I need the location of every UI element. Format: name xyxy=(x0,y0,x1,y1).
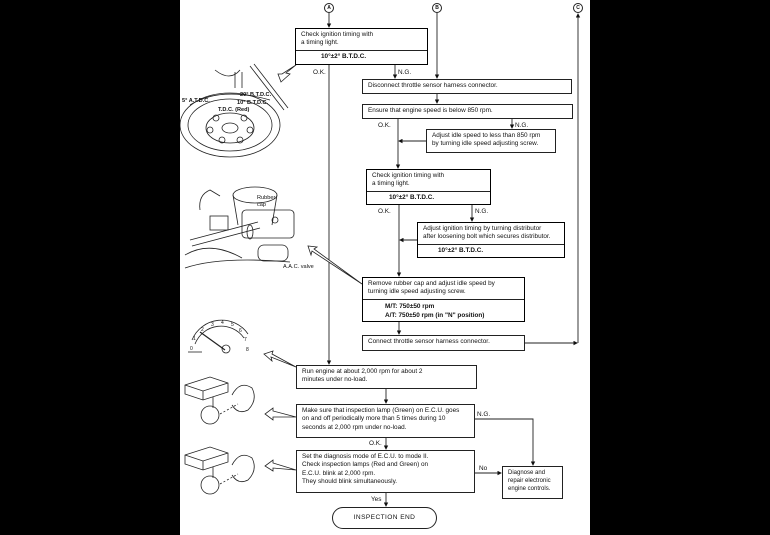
step-text: by turning idle speed adjusting screw. xyxy=(432,140,539,148)
step-remove-rubber-cap: Remove rubber cap and adjust idle speed … xyxy=(362,277,525,322)
flow-lines xyxy=(180,13,581,507)
step-inspection-lamp: Make sure that inspection lamp (Green) o… xyxy=(296,404,475,438)
step-adjust-idle-speed: Adjust idle speed to less than 850 rpm b… xyxy=(426,129,556,153)
step-text: Check ignition timing with xyxy=(301,31,374,38)
tach-tick: 6 xyxy=(239,328,242,334)
step-text: a timing light. xyxy=(301,39,339,47)
step-text: repair electronic xyxy=(508,478,551,484)
pulley-label-tdc: T.D.C. (Red) xyxy=(218,107,250,113)
step-connect-throttle-sensor: Connect throttle sensor harness connecto… xyxy=(362,335,525,351)
label-ng: N.G. xyxy=(515,122,529,129)
label-ng: N.G. xyxy=(477,411,491,418)
step-text: They should blink simultaneously. xyxy=(302,478,398,486)
tach-tick: 2 xyxy=(201,327,204,333)
step-text: Adjust ignition timing by turning distri… xyxy=(423,225,542,232)
throttle-body-illustration xyxy=(184,186,295,269)
label-yes: Yes xyxy=(371,496,382,503)
step-text: after loosening bolt which secures distr… xyxy=(423,233,551,241)
timing-spec: 10°±2° B.T.D.C. xyxy=(367,190,490,202)
connector-c: C xyxy=(573,3,583,13)
step-text: Remove rubber cap and adjust idle speed … xyxy=(368,280,495,287)
pointer-arrow-to-ecu-1 xyxy=(264,407,297,421)
tach-tick: 1 xyxy=(193,336,196,342)
pulley-label-atdc: 5° A.T.D.C. xyxy=(182,98,210,104)
step-text: Diagnose and xyxy=(508,470,546,476)
throttle-label-aac-valve: A.A.C. valve xyxy=(283,264,314,270)
timing-spec: 10°±2° B.T.D.C. xyxy=(296,49,427,61)
label-no: No xyxy=(479,465,488,472)
pointer-arrow-to-pulley xyxy=(277,64,297,83)
ecu-illustration-2 xyxy=(184,446,255,495)
pulley-label-20-btdc: 20° B.T.D.C. xyxy=(240,92,272,98)
idle-spec-mt: M/T: 750±50 rpm xyxy=(385,302,435,310)
tach-tick: 3 xyxy=(211,322,214,328)
label-ok: O.K. xyxy=(369,440,382,447)
tach-tick: 8 xyxy=(246,347,249,353)
step-text: Make sure that inspection lamp (Green) o… xyxy=(302,407,460,414)
step-text: E.C.U. blink at 2,000 rpm. xyxy=(302,469,376,477)
connector-a: A xyxy=(324,3,334,13)
step-text: Check inspection lamps (Red and Green) o… xyxy=(302,461,429,469)
step-text: turning idle speed adjusting screw. xyxy=(368,288,466,296)
step-text: Check ignition timing with xyxy=(372,172,445,179)
tach-tick: 4 xyxy=(221,320,224,326)
pointer-arrow-to-ecu-2 xyxy=(264,459,297,472)
arrow-ng-to-diagnose xyxy=(475,418,536,466)
pointer-arrow-to-tachometer xyxy=(263,350,297,368)
ecu-illustration-1 xyxy=(184,376,255,425)
throttle-label-rubber-cap: Rubber cap xyxy=(257,195,276,208)
step-check-ignition-timing-2: Check ignition timing with a timing ligh… xyxy=(366,169,491,205)
step-text: Run engine at about 2,000 rpm for about … xyxy=(302,368,423,375)
label-ng: N.G. xyxy=(398,69,412,76)
step-diagnosis-mode: Set the diagnosis mode of E.C.U. to mode… xyxy=(296,450,475,493)
step-adjust-ignition-timing: Adjust ignition timing by turning distri… xyxy=(417,222,565,258)
crank-pulley-illustration xyxy=(180,63,289,158)
label-ok: O.K. xyxy=(313,69,326,76)
flowchart-page: A B C Check ignition timing with a timin… xyxy=(180,0,590,535)
connector-b: B xyxy=(432,3,442,13)
step-text: minutes under no-load. xyxy=(302,376,368,384)
label-ok: O.K. xyxy=(378,208,391,215)
pulley-label-10-btdc: 10° B.T.D.C. xyxy=(237,100,269,106)
step-text: seconds at 2,000 rpm under no-load. xyxy=(302,423,407,431)
step-text: Set the diagnosis mode of E.C.U. to mode… xyxy=(302,453,429,460)
pointer-arrow-to-throttle-body xyxy=(307,245,363,285)
tachometer-illustration xyxy=(188,319,249,354)
step-ensure-engine-speed: Ensure that engine speed is below 850 rp… xyxy=(362,104,573,119)
idle-spec-at: A/T: 750±50 rpm (in "N" position) xyxy=(385,311,485,319)
step-check-ignition-timing-1: Check ignition timing with a timing ligh… xyxy=(295,28,428,65)
tach-tick: 7 xyxy=(244,337,247,343)
step-text: Ensure that engine speed is below 850 rp… xyxy=(368,107,493,114)
label-ng: N.G. xyxy=(475,208,489,215)
step-disconnect-throttle-sensor: Disconnect throttle sensor harness conne… xyxy=(362,79,572,94)
step-run-engine: Run engine at about 2,000 rpm for about … xyxy=(296,365,477,389)
label-ok: O.K. xyxy=(378,122,391,129)
step-text: on and off periodically more than 5 time… xyxy=(302,415,446,423)
step-text: Adjust idle speed to less than 850 rpm xyxy=(432,132,541,139)
timing-spec: 10°±2° B.T.D.C. xyxy=(418,243,564,255)
tach-tick: 5 xyxy=(231,322,234,328)
inspection-end-terminal: INSPECTION END xyxy=(332,507,437,529)
step-diagnose-repair: Diagnose and repair electronic engine co… xyxy=(502,466,563,499)
tach-tick: 0 xyxy=(190,346,193,352)
step-text: engine controls. xyxy=(508,486,551,492)
step-text: Connect throttle sensor harness connecto… xyxy=(368,338,490,345)
step-text: Disconnect throttle sensor harness conne… xyxy=(368,82,498,89)
step-text: a timing light. xyxy=(372,180,410,188)
